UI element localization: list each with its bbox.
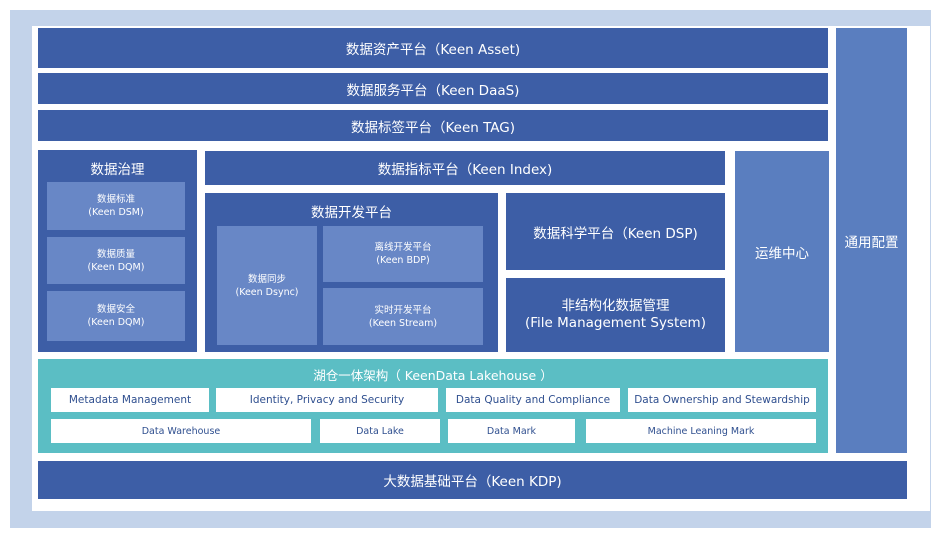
governance-item-label: 数据标准 [96, 194, 135, 205]
fms-sublabel: (File Management System) [525, 315, 706, 331]
lakehouse-item: Data Lake [320, 419, 440, 443]
dev-platform-title: 数据开发平台 [311, 205, 392, 221]
index-platform-block: 数据指标平台（Keen Index) [205, 151, 725, 185]
lakehouse-item-label: Data Quality and Compliance [455, 394, 611, 406]
governance-item-security: 数据安全 (Keen DQM) [47, 291, 185, 341]
governance-item-sublabel: (Keen DQM) [87, 317, 145, 328]
dev-bdp-sublabel: (Keen BDP) [376, 255, 430, 266]
governance-item-label: 数据安全 [96, 304, 135, 315]
governance-item-dqm: 数据质量 (Keen DQM) [47, 237, 185, 284]
lakehouse-item: Data Ownership and Stewardship [628, 388, 816, 412]
ops-center-label: 运维中心 [755, 245, 809, 262]
lakehouse-item: Data Warehouse [51, 419, 311, 443]
dsp-platform-label: 数据科学平台（Keen DSP) [533, 225, 698, 242]
lakehouse-item: Machine Leaning Mark [586, 419, 816, 443]
asset-platform-block: 数据资产平台（Keen Asset) [38, 28, 828, 68]
dev-bdp-block: 离线开发平台 (Keen BDP) [323, 226, 483, 282]
fms-label: 非结构化数据管理 [561, 298, 670, 314]
dev-sync-block: 数据同步 (Keen Dsync) [217, 226, 317, 345]
kdp-platform-label: 大数据基础平台（Keen KDP) [383, 474, 562, 490]
lakehouse-item-label: Data Lake [356, 425, 404, 437]
lakehouse-item-label: Data Mark [486, 425, 537, 437]
daas-platform-label: 数据服务平台（Keen DaaS) [346, 82, 520, 99]
general-config-block: 通用配置 [836, 28, 907, 453]
lakehouse-item: Data Mark [448, 419, 575, 443]
data-governance-title: 数据治理 [90, 162, 145, 178]
dev-bdp-label: 离线开发平台 [374, 242, 432, 253]
lakehouse-item: Metadata Management [51, 388, 209, 412]
dsp-platform-block: 数据科学平台（Keen DSP) [506, 193, 725, 270]
lakehouse-item-label: Metadata Management [68, 394, 192, 406]
lakehouse-item: Identity, Privacy and Security [216, 388, 438, 412]
dev-stream-label: 实时开发平台 [374, 304, 432, 316]
index-platform-label: 数据指标平台（Keen Index) [377, 162, 553, 178]
fms-block: 非结构化数据管理 (File Management System) [506, 278, 725, 352]
governance-item-sublabel: (Keen DSM) [88, 207, 144, 218]
lakehouse-item-label: Identity, Privacy and Security [249, 394, 405, 406]
dev-stream-block: 实时开发平台 (Keen Stream) [323, 288, 483, 345]
tag-platform-label: 数据标签平台（Keen TAG) [350, 119, 516, 136]
daas-platform-block: 数据服务平台（Keen DaaS) [38, 73, 828, 104]
lakehouse-item-label: Data Ownership and Stewardship [634, 394, 810, 406]
governance-item-dsm: 数据标准 (Keen DSM) [47, 182, 185, 230]
lakehouse-title: 湖仓一体架构（ KeenData Lakehouse ） [313, 368, 553, 383]
governance-item-label: 数据质量 [96, 248, 135, 260]
kdp-platform-block: 大数据基础平台（Keen KDP) [38, 461, 907, 499]
dev-sync-sublabel: (Keen Dsync) [235, 286, 299, 298]
general-config-label: 通用配置 [844, 234, 899, 251]
asset-platform-label: 数据资产平台（Keen Asset) [345, 42, 521, 58]
lakehouse-item: Data Quality and Compliance [446, 388, 620, 412]
lakehouse-item-label: Machine Leaning Mark [647, 425, 755, 437]
governance-item-sublabel: (Keen DQM) [87, 261, 145, 273]
dev-sync-label: 数据同步 [247, 273, 286, 285]
lakehouse-item-label: Data Warehouse [141, 425, 221, 437]
ops-center-block: 运维中心 [735, 151, 829, 352]
tag-platform-block: 数据标签平台（Keen TAG) [38, 110, 828, 141]
dev-stream-sublabel: (Keen Stream) [368, 317, 438, 329]
